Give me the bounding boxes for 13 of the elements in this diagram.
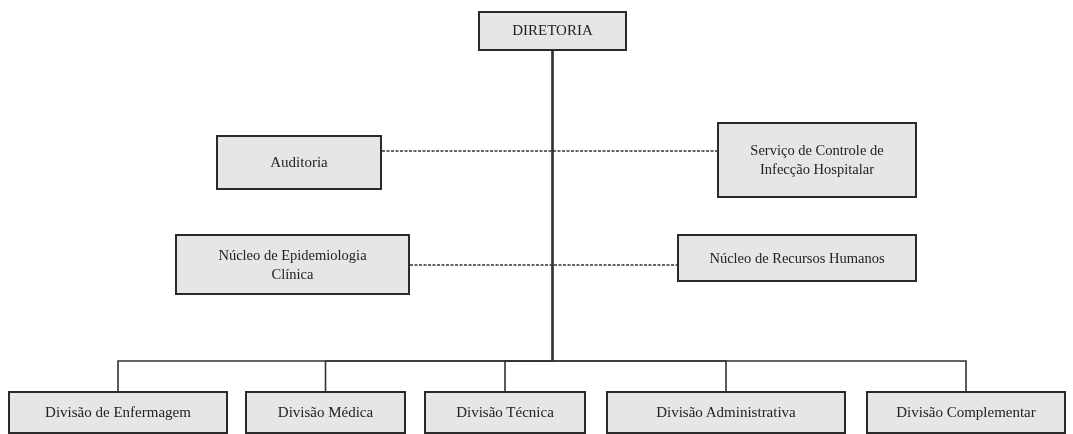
org-unit-box: Serviço de Controle de Infecção Hospitalar xyxy=(717,122,917,198)
org-unit-box: Divisão Complementar xyxy=(866,391,1066,434)
org-unit-box: DIRETORIA xyxy=(478,11,627,51)
connector-line xyxy=(551,50,967,392)
org-unit-box: Divisão de Enfermagem xyxy=(8,391,228,434)
org-unit-box: Auditoria xyxy=(216,135,382,190)
org-unit-box: Divisão Médica xyxy=(245,391,406,434)
org-unit-box: Divisão Técnica xyxy=(424,391,586,434)
org-unit-box: Divisão Administrativa xyxy=(606,391,846,434)
dashed-connector xyxy=(409,264,678,266)
org-unit-box: Núcleo de Epidemiologia Clínica xyxy=(175,234,410,295)
dashed-connector xyxy=(381,150,718,152)
org-unit-box: Núcleo de Recursos Humanos xyxy=(677,234,917,282)
